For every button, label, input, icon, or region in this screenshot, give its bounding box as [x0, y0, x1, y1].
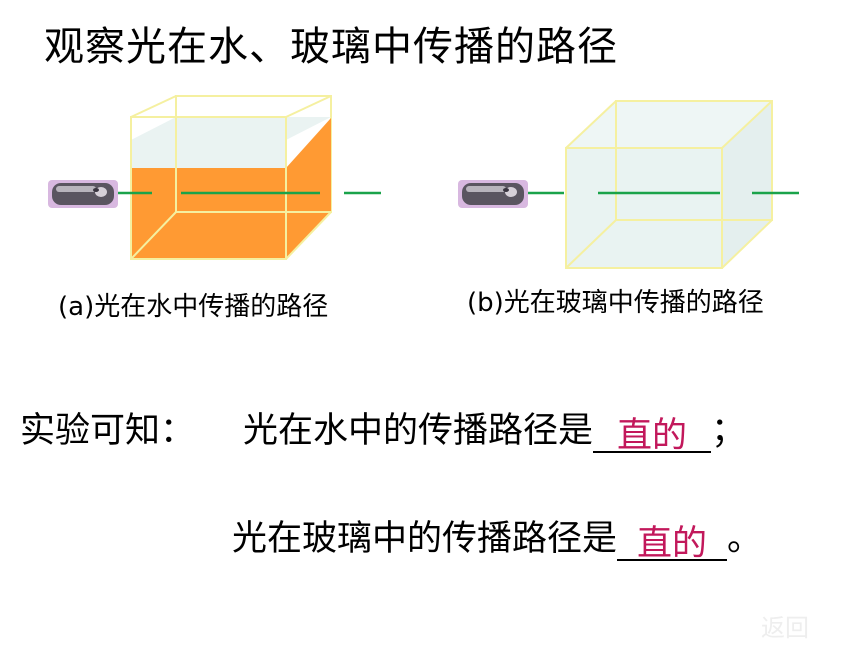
flashlight-icon	[48, 180, 118, 208]
back-button[interactable]: 返回	[761, 614, 809, 642]
conclusion-water-line: 实验可知： 光在水中的传播路径是 直的 ；	[20, 402, 747, 456]
water-tank-air-front	[131, 140, 286, 168]
conclusion-glass-line: 光在玻璃中的传播路径是 直的。	[232, 510, 763, 564]
water-answer-blank: 直的	[593, 411, 712, 456]
glass-front	[566, 148, 722, 268]
conclusion-lead: 实验可知：	[20, 411, 196, 451]
glass-block	[565, 100, 773, 269]
page-title: 观察光在水、玻璃中传播的路径	[44, 24, 618, 70]
glass-end-punct: 。	[727, 519, 763, 559]
water-end-punct: ；	[711, 411, 747, 451]
water-sentence: 光在水中的传播路径是	[243, 411, 594, 451]
water-answer: 直的	[617, 416, 688, 456]
flashlight-icon	[458, 180, 528, 208]
caption-water: (a)光在水中传播的路径	[58, 292, 329, 322]
glass-answer: 直的	[637, 524, 708, 564]
glass-sentence: 光在玻璃中的传播路径是	[232, 519, 618, 559]
water-tank	[130, 95, 332, 260]
caption-glass: (b)光在玻璃中传播的路径	[467, 288, 764, 318]
glass-answer-blank: 直的	[617, 519, 728, 564]
water-tank-air-top	[131, 117, 331, 140]
water-tank-front-face	[130, 116, 287, 260]
water-front	[131, 168, 286, 259]
